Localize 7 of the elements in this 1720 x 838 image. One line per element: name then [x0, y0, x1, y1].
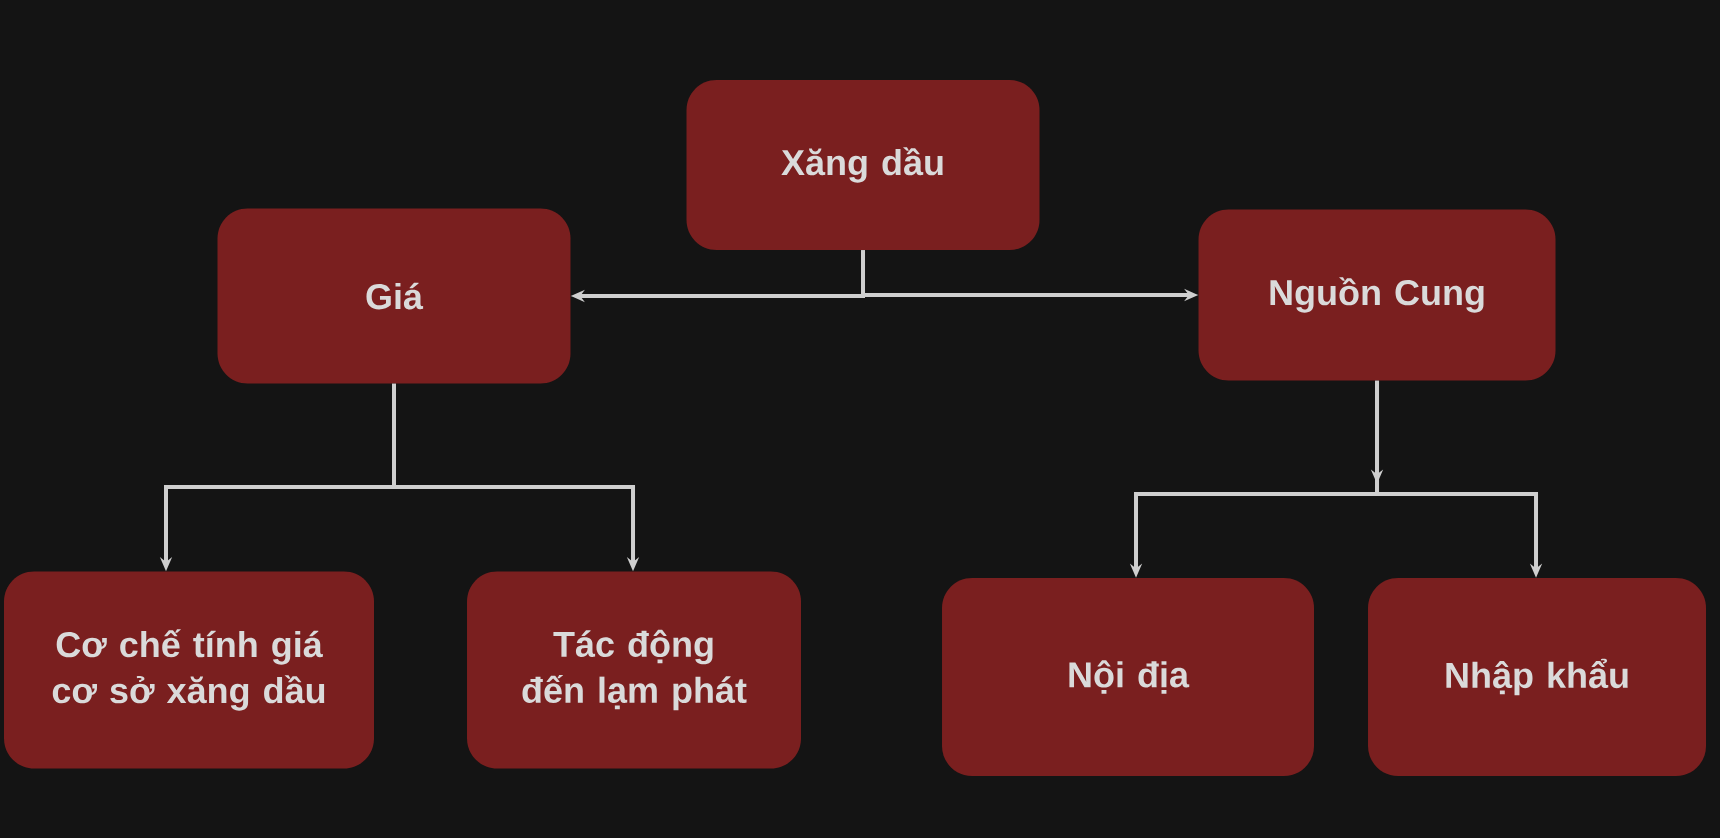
topic-box: Cơ chế tính giá cơ sở xăng dầu — [4, 571, 374, 769]
topic-box: Tác động đến lạm phát — [467, 571, 801, 769]
topic-box: Nội địa — [942, 578, 1314, 776]
topic-box: Xăng dầu — [686, 80, 1040, 250]
topic-box: Nhập khẩu — [1368, 578, 1706, 776]
topic-box: Nguồn Cung — [1198, 209, 1556, 381]
topic-box: Giá — [217, 208, 571, 384]
